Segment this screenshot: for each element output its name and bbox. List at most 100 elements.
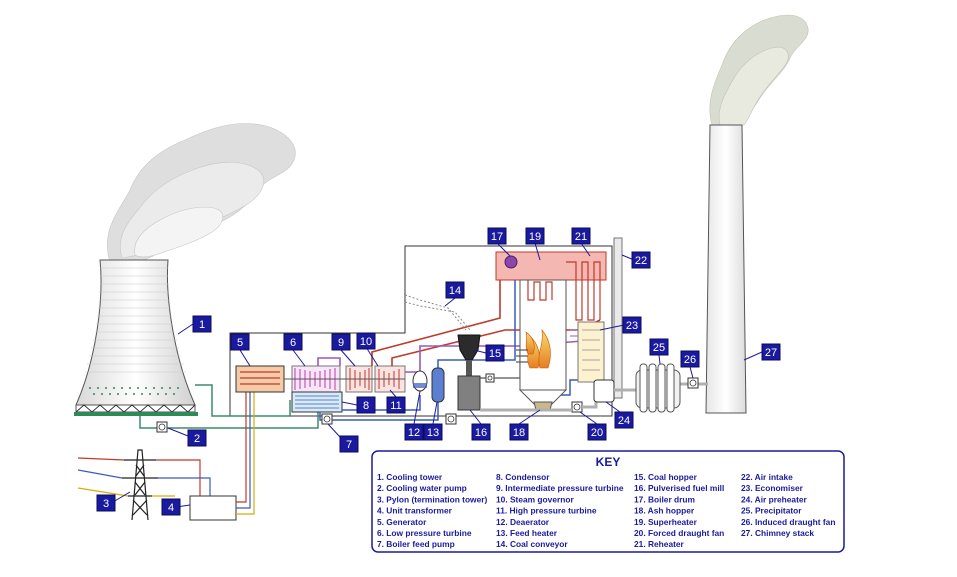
svg-text:3: 3: [103, 498, 109, 510]
badge-24: 24: [614, 411, 634, 429]
cooling-tower-steam-plume: [106, 123, 296, 264]
deaerator: [412, 370, 428, 392]
badge-25: 25: [649, 338, 669, 356]
svg-text:5: 5: [237, 337, 243, 349]
forced-draught-fan: [571, 401, 583, 413]
svg-text:9: 9: [338, 337, 344, 349]
svg-text:16: 16: [475, 427, 487, 439]
svg-text:23: 23: [626, 320, 638, 332]
svg-text:20: 20: [591, 427, 603, 439]
air-intake: [613, 237, 623, 399]
svg-text:8: 8: [363, 400, 369, 412]
key-title: KEY: [596, 455, 621, 469]
coal-hopper: [457, 334, 481, 376]
cooling-water-pump: [156, 421, 168, 433]
badge-2: 2: [187, 429, 207, 447]
transmission-lines: [77, 457, 211, 497]
svg-text:15: 15: [489, 348, 501, 360]
key-item: 12. Deaerator: [496, 517, 550, 527]
svg-text:14: 14: [449, 285, 461, 297]
key-item: 27. Chimney stack: [741, 528, 814, 538]
key-item: 18. Ash hopper: [634, 506, 695, 516]
key-item: 24. Air preheater: [741, 494, 808, 504]
key-item: 2. Cooling water pump: [377, 483, 467, 493]
svg-text:13: 13: [427, 427, 439, 439]
badge-17: 17: [487, 227, 507, 245]
condenser: [291, 391, 343, 413]
generator-output-cables: [236, 392, 255, 515]
feed-pump-2: [445, 413, 457, 425]
key-item: 11. High pressure turbine: [496, 506, 597, 516]
key-item: 6. Low pressure turbine: [377, 528, 472, 538]
badge-9: 9: [331, 333, 351, 351]
key-item: 20. Forced draught fan: [634, 528, 724, 538]
feed-heater: [431, 367, 445, 403]
svg-text:26: 26: [684, 354, 696, 366]
key-item: 26. Induced draught fan: [741, 517, 835, 527]
key-item: 7. Boiler feed pump: [377, 539, 455, 549]
badge-20: 20: [587, 423, 607, 441]
svg-text:27: 27: [765, 347, 777, 359]
badge-12: 12: [404, 423, 424, 441]
svg-text:12: 12: [408, 427, 420, 439]
badge-26: 26: [680, 350, 700, 368]
boiler: [495, 251, 607, 405]
pylon: [122, 449, 158, 521]
svg-text:18: 18: [513, 427, 525, 439]
key-item: 5. Generator: [377, 517, 427, 527]
key-item: 25. Precipitator: [741, 506, 802, 516]
svg-text:11: 11: [390, 400, 401, 412]
key-item: 19. Superheater: [634, 517, 698, 527]
key-item: 23. Economiser: [741, 483, 804, 493]
key-item: 8. Condensor: [496, 472, 550, 482]
key-item: 1. Cooling tower: [377, 472, 443, 482]
key-item: 4. Unit transformer: [377, 506, 453, 516]
badge-21: 21: [571, 227, 591, 245]
badge-10: 10: [356, 332, 376, 350]
badge-7: 7: [339, 435, 359, 453]
svg-text:24: 24: [618, 415, 630, 427]
key-item: 10. Steam governor: [496, 494, 574, 504]
badge-11: 11: [386, 396, 406, 414]
badge-6: 6: [283, 333, 303, 351]
badge-8: 8: [356, 396, 376, 414]
key-item: 13. Feed heater: [496, 528, 558, 538]
boiler-feed-pump: [321, 413, 333, 425]
badge-27: 27: [761, 343, 781, 361]
chimney-stack: [705, 124, 747, 414]
badge-18: 18: [509, 423, 529, 441]
key-item: 14. Coal conveyor: [496, 539, 568, 549]
svg-text:1: 1: [199, 319, 205, 331]
svg-text:22: 22: [635, 255, 647, 267]
svg-text:19: 19: [529, 231, 541, 243]
coal-conveyor: [404, 294, 471, 331]
boiler-flames: [525, 329, 551, 369]
badge-22: 22: [631, 251, 651, 269]
key-item: 16. Pulverised fuel mill: [634, 483, 724, 493]
induced-draught-fan: [687, 377, 699, 389]
badge-5: 5: [230, 333, 250, 351]
boiler-drum: [504, 255, 518, 269]
key-item: 9. Intermediate pressure turbine: [496, 483, 624, 493]
badge-13: 13: [423, 423, 443, 441]
badge-3: 3: [96, 494, 116, 512]
key-item: 22. Air intake: [741, 472, 793, 482]
cooling-tower: [74, 259, 198, 416]
precipitator: [635, 363, 681, 413]
key-item: 17. Boiler drum: [634, 494, 695, 504]
svg-text:2: 2: [194, 433, 200, 445]
svg-text:6: 6: [290, 337, 296, 349]
unit-transformer: [189, 495, 237, 521]
badge-15: 15: [485, 344, 505, 362]
generator: [235, 365, 285, 393]
svg-text:10: 10: [360, 336, 372, 348]
key-item: 15. Coal hopper: [634, 472, 698, 482]
label-leader-lines: [112, 242, 763, 508]
key-item: 21. Reheater: [634, 539, 685, 549]
badge-4: 4: [161, 498, 181, 516]
svg-text:7: 7: [346, 439, 352, 451]
burner-nozzles: [516, 349, 528, 363]
